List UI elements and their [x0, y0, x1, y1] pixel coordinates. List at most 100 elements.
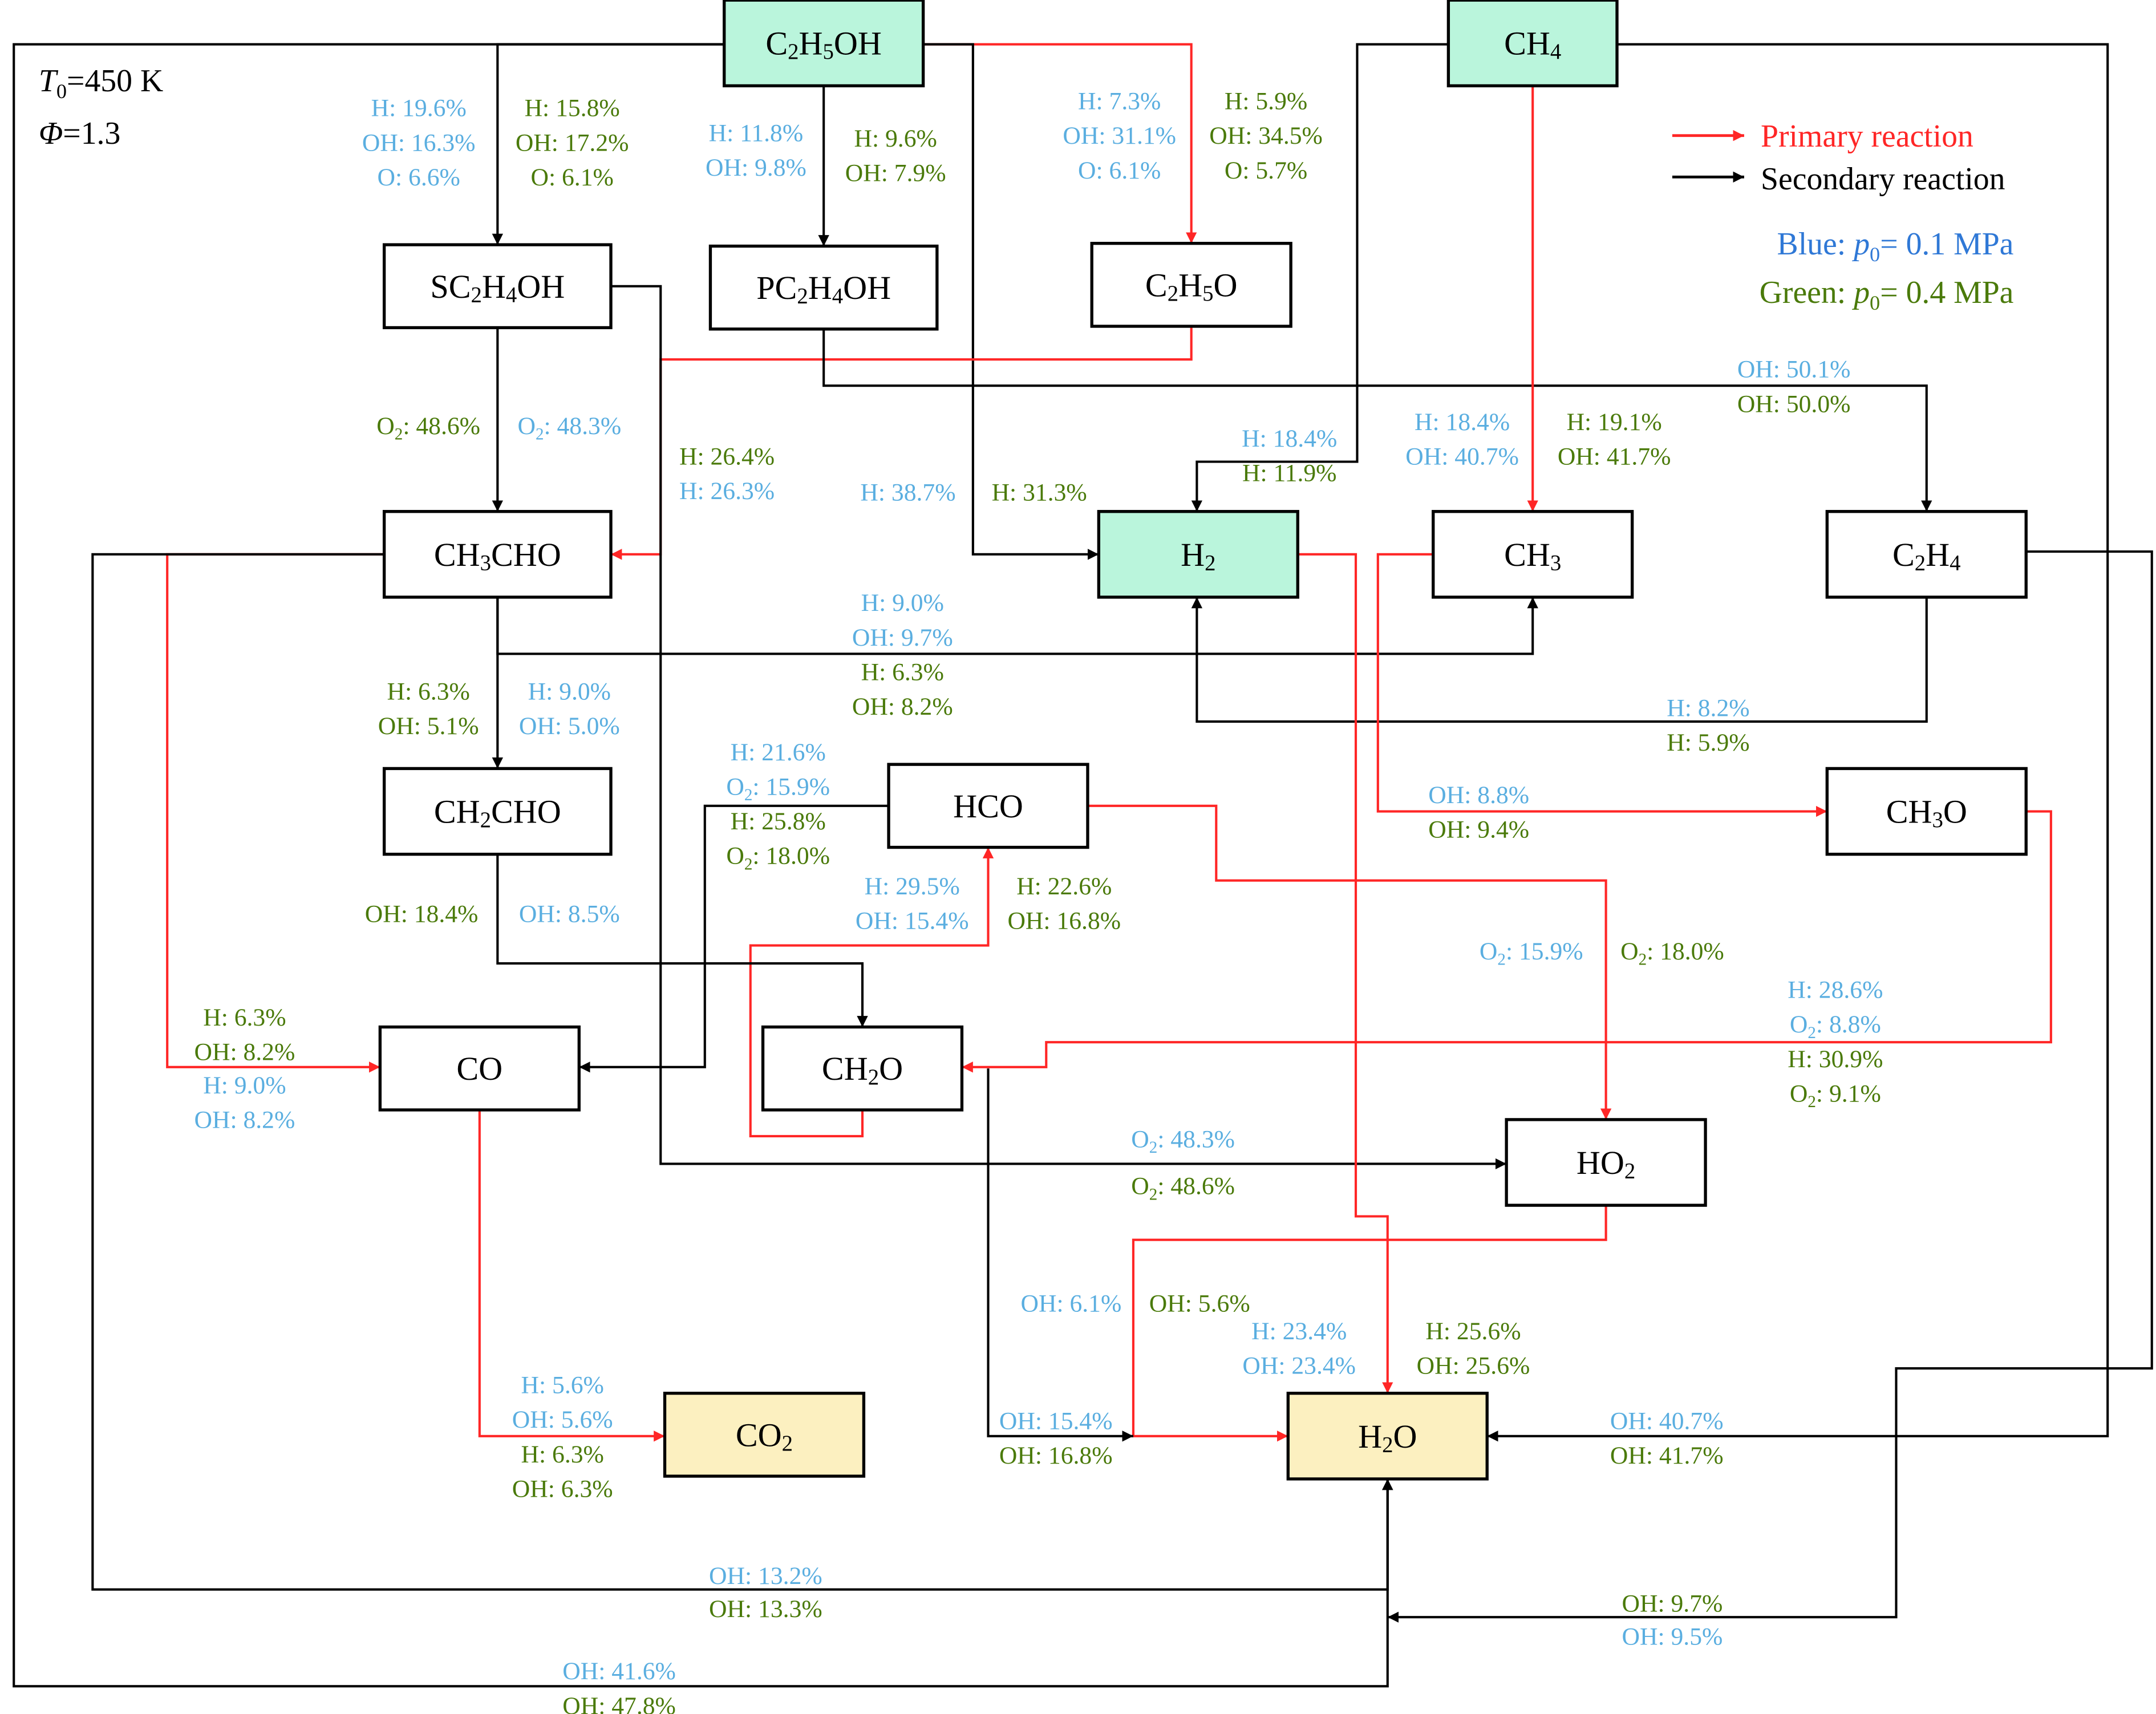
blue-rate-label: H: 7.3%	[1078, 88, 1161, 115]
blue-rate-label: H: 26.3%	[679, 477, 775, 505]
edge-label-c2h5oh-to-pc2h4oh: H: 11.8%OH: 9.8%H: 9.6%OH: 7.9%	[706, 119, 946, 187]
blue-rate-label: OH: 6.1%	[1020, 1290, 1121, 1318]
edge-ch3-to-ch3o	[1376, 553, 1827, 817]
blue-rate-label: H: 9.0%	[528, 678, 611, 705]
species-label: CH3	[1504, 536, 1561, 575]
node-c2h4: C2H4	[1825, 510, 2028, 599]
green-rate-label: OH: 41.7%	[1558, 443, 1671, 470]
edge-co-to-co2	[478, 1109, 665, 1442]
legend-primary-label: Primary reaction	[1761, 119, 1973, 154]
blue-rate-label: OH: 8.8%	[1428, 781, 1529, 809]
node-hco: HCO	[887, 763, 1089, 849]
blue-rate-label: OH: 9.7%	[852, 624, 953, 651]
edge-sc2h4oh-to-ho2	[611, 285, 1507, 1170]
blue-rate-label: O2: 15.9%	[1480, 938, 1583, 969]
node-h2: H2	[1097, 510, 1299, 599]
node-box	[887, 763, 1089, 849]
edge-label-co-to-co2: H: 5.6%OH: 5.6%H: 6.3%OH: 6.3%	[512, 1372, 613, 1503]
node-box	[1090, 241, 1292, 328]
edge-label-c2h4-to-h2: H: 8.2%H: 5.9%	[1667, 694, 1749, 756]
blue-rate-label: H: 38.7%	[860, 479, 955, 506]
species-label: CO2	[736, 1416, 793, 1456]
edge-label-ho2-to-h2o: OH: 6.1% OH: 5.6%	[1020, 1290, 1250, 1318]
green-rate-label: H: 6.3%	[861, 658, 944, 686]
node-c2h5o: C2H5O	[1090, 241, 1292, 328]
green-rate-label: O: 6.1%	[530, 164, 613, 191]
temperature-condition: T0=450 K	[39, 63, 163, 103]
edge-ch3cho-to-co	[166, 553, 384, 1073]
edge-pc2h4oh-to-c2h4	[822, 329, 1932, 512]
green-rate-label: OH: 6.3%	[512, 1475, 613, 1502]
node-ho2: HO2	[1505, 1118, 1707, 1207]
blue-rate-label: OH: 40.7%	[1610, 1408, 1724, 1435]
legend: Primary reaction Secondary reaction Blue…	[1672, 119, 2014, 314]
legend-green-pressure: Green: p0= 0.4 MPa	[1760, 275, 2014, 314]
green-rate-label: H: 15.8%	[525, 95, 620, 122]
edge-label-c2h4-to-h2o: OH: 9.5%OH: 9.7%	[1622, 1590, 1723, 1650]
blue-rate-label: OH: 41.6%	[562, 1658, 676, 1685]
species-label: CH3CHO	[434, 536, 561, 575]
node-box	[723, 0, 925, 88]
green-rate-label: O2: 18.0%	[726, 842, 830, 874]
green-rate-label: OH: 47.8%	[562, 1692, 676, 1714]
blue-rate-label: O: 6.1%	[1078, 157, 1161, 184]
edge-label-ch3cho-to-co: H: 9.0%OH: 8.2%H: 6.3%OH: 8.2%	[194, 1004, 295, 1133]
node-ch2cho: CH2CHO	[382, 767, 613, 856]
node-ch3: CH3	[1432, 510, 1634, 599]
edge-label-c2h5oh-to-h2o: OH: 41.6% OH: 47.8%	[562, 1658, 676, 1714]
blue-rate-label: OH: 16.3%	[362, 129, 476, 156]
species-label: CO	[456, 1050, 502, 1087]
node-ch3o: CH3O	[1825, 767, 2028, 856]
green-rate-label: OH: 18.4%	[365, 900, 479, 927]
green-rate-label: OH: 8.2%	[852, 693, 953, 720]
green-rate-label: OH: 13.3%	[709, 1595, 822, 1623]
edge-h2-to-h2o	[1298, 553, 1393, 1393]
green-rate-label: H: 31.3%	[992, 479, 1087, 506]
blue-rate-label: H: 28.6%	[1788, 976, 1883, 1004]
blue-rate-label: O: 6.6%	[378, 164, 460, 191]
edge-ch4-to-h2	[1191, 43, 1449, 512]
edge-label-ch4-to-h2: H: 18.4%H: 11.9%	[1242, 425, 1337, 487]
species-label: CH2O	[822, 1050, 903, 1089]
green-rate-label: O2: 18.0%	[1620, 938, 1724, 969]
node-box	[382, 243, 613, 330]
blue-rate-label: H: 9.0%	[861, 589, 944, 617]
edge-label-ch4-to-h2o: OH: 40.7% OH: 41.7%	[1610, 1408, 1724, 1470]
node-box	[1505, 1118, 1707, 1207]
node-box	[1446, 0, 1619, 88]
node-ch3cho: CH3CHO	[382, 510, 613, 599]
edge-label-ch3-to-ch3o: OH: 8.8%OH: 9.4%	[1428, 781, 1529, 844]
node-box	[1825, 510, 2028, 599]
green-rate-label: OH: 41.7%	[1610, 1442, 1724, 1469]
legend-blue-pressure: Blue: p0= 0.1 MPa	[1777, 226, 2014, 266]
edge-ch2o-to-h2o	[987, 1068, 1133, 1442]
green-rate-label: OH: 5.6%	[1149, 1290, 1250, 1318]
species-label: H2	[1181, 536, 1215, 575]
blue-rate-label: H: 18.4%	[1242, 425, 1337, 452]
edge-label-ch2o-to-h2o: OH: 15.4%OH: 16.8%	[999, 1408, 1113, 1470]
green-rate-label: OH: 34.5%	[1209, 122, 1323, 149]
edge-label-c2h5oh-to-sc2h4oh: H: 19.6%OH: 16.3%O: 6.6%H: 15.8%OH: 17.2…	[362, 95, 629, 191]
blue-rate-label: H: 21.6%	[731, 739, 826, 766]
edge-ho2-to-h2o	[1132, 1205, 1607, 1442]
edge-ch3o-to-ch2o	[962, 810, 2052, 1073]
green-rate-label: OH: 9.7%	[1622, 1590, 1723, 1617]
blue-rate-label: OH: 31.1%	[1063, 122, 1176, 149]
blue-rate-label: O2: 48.3%	[517, 412, 621, 444]
blue-rate-label: OH: 23.4%	[1242, 1352, 1356, 1380]
green-rate-label: H: 19.1%	[1567, 408, 1662, 436]
blue-rate-label: H: 9.0%	[203, 1072, 286, 1099]
green-rate-label: H: 25.8%	[731, 808, 826, 835]
green-rate-label: O2: 9.1%	[1790, 1080, 1881, 1111]
edge-label-ch3cho-to-ch3: H: 9.0% OH: 9.7% H: 6.3% OH: 8.2%	[852, 589, 953, 720]
edge-label-ch3o-to-ch2o: H: 28.6%O2: 8.8%H: 30.9%O2: 9.1%	[1788, 976, 1883, 1111]
node-ch4: CH4	[1446, 0, 1619, 88]
blue-rate-label: OH: 15.4%	[856, 907, 969, 935]
edge-c2h5oh-to-h2	[923, 43, 1099, 560]
edge-label-c2h5oh-to-h2: H: 38.7% H: 31.3%	[860, 479, 1087, 506]
edge-label-hco-to-co: H: 21.6%O2: 15.9%H: 25.8%O2: 18.0%	[726, 739, 830, 873]
edge-hco-to-ho2	[1087, 804, 1612, 1120]
edge-c2h4-to-h2o	[1387, 550, 2153, 1623]
